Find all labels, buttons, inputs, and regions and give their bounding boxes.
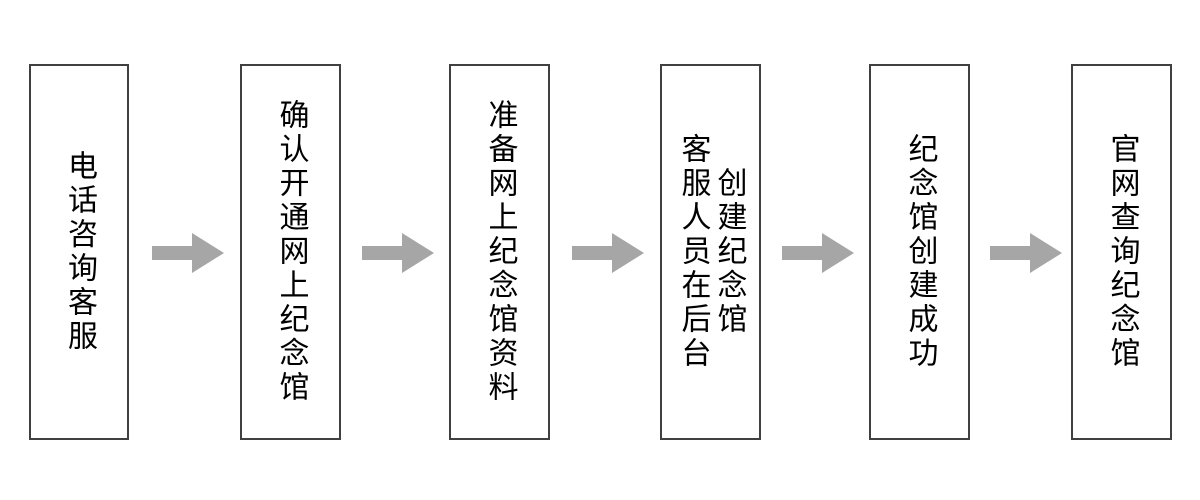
flow-node-label: 电话咨询客服 — [62, 150, 97, 354]
arrow-right-icon — [152, 233, 224, 273]
arrow-right-icon — [990, 233, 1062, 273]
flow-node-step-4[interactable]: 创建纪念馆 客服人员在后台 — [660, 64, 761, 440]
flow-node-label: 准备网上纪念馆资料 — [482, 99, 518, 405]
flow-node-step-3[interactable]: 准备网上纪念馆资料 — [449, 64, 550, 440]
flow-node-label: 官网查询纪念馆 — [1104, 133, 1140, 371]
arrow-right-icon — [782, 233, 854, 273]
flow-node-step-6[interactable]: 官网查询纪念馆 — [1071, 64, 1172, 440]
flow-node-label: 纪念馆创建成功 — [902, 133, 938, 371]
flow-node-step-2[interactable]: 确认开通网上纪念馆 — [240, 64, 341, 440]
arrow-right-icon — [362, 233, 434, 273]
flow-node-label-col-1: 创建纪念馆 — [711, 167, 747, 337]
arrow-right-icon — [572, 233, 644, 273]
flow-node-label-col-2: 客服人员在后台 — [675, 133, 711, 371]
flow-node-step-5[interactable]: 纪念馆创建成功 — [869, 64, 970, 440]
flow-node-step-1[interactable]: 电话咨询客服 — [29, 64, 129, 440]
flow-node-label: 确认开通网上纪念馆 — [273, 99, 309, 405]
